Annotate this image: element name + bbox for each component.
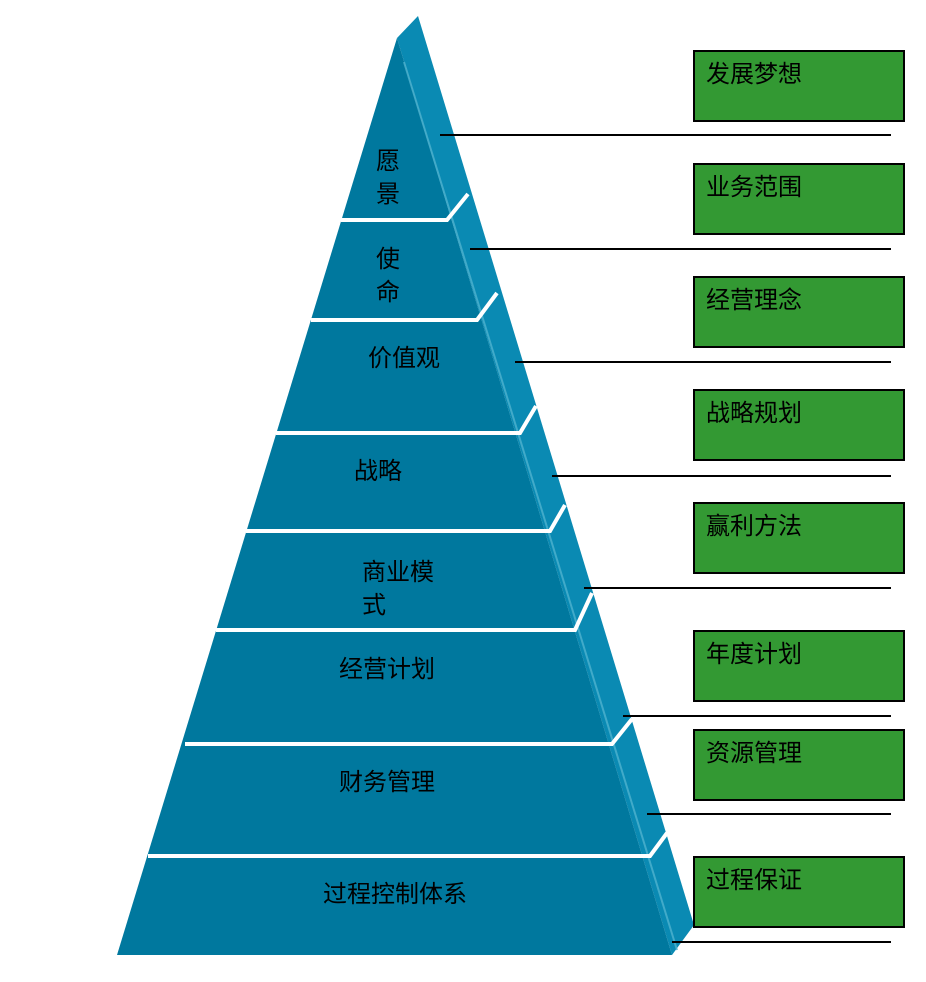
divider-4	[246, 504, 567, 533]
box-business-philosophy: 经营理念	[693, 276, 905, 348]
layer-label-strategy: 战略	[354, 457, 402, 485]
svg-text:年度计划: 年度计划	[706, 640, 802, 668]
box-strategic-planning: 战略规划	[693, 389, 905, 461]
pyramid-side-face	[397, 16, 694, 955]
layer-label-operating-plan: 经营计划	[339, 655, 435, 683]
layer-label-business-model: 商业模 式	[362, 558, 442, 619]
divider-6	[185, 717, 634, 746]
svg-text:发展梦想: 发展梦想	[706, 60, 802, 88]
box-business-scope: 业务范围	[693, 163, 905, 235]
layer-label-process-control: 过程控制体系	[323, 880, 467, 908]
connector-lines	[440, 134, 891, 943]
label-boxes: 发展梦想 业务范围 经营理念 战略规划 赢利方法 年度计划 资源管理 过程保证	[693, 50, 905, 928]
box-development-dream: 发展梦想	[693, 50, 905, 122]
box-annual-plan: 年度计划	[693, 630, 905, 702]
divider-1	[341, 192, 470, 222]
svg-text:过程保证: 过程保证	[706, 866, 802, 894]
layer-label-mission: 使 命	[376, 245, 408, 306]
divider-3	[276, 404, 538, 435]
svg-text:资源管理: 资源管理	[706, 739, 802, 767]
svg-text:战略规划: 战略规划	[706, 399, 802, 427]
pyramid-front-face	[117, 38, 672, 955]
divider-2	[311, 291, 499, 322]
pyramid-layer-labels: 愿 景 使 命 价值观 战略 商业模 式 经营计划 财务管理 过程控制体系	[323, 147, 467, 908]
box-resource-management: 资源管理	[693, 729, 905, 801]
svg-text:赢利方法: 赢利方法	[706, 512, 802, 540]
divider-7	[148, 831, 669, 858]
layer-label-financial-management: 财务管理	[339, 768, 435, 796]
divider-5	[216, 592, 594, 632]
svg-text:经营理念: 经营理念	[706, 286, 802, 314]
svg-text:业务范围: 业务范围	[706, 173, 802, 201]
layer-label-values: 价值观	[368, 344, 440, 372]
layer-label-vision: 愿 景	[376, 147, 408, 208]
box-profit-method: 赢利方法	[693, 502, 905, 574]
pyramid-edge-highlight	[403, 61, 678, 951]
layer-dividers	[148, 192, 669, 858]
box-process-assurance: 过程保证	[693, 856, 905, 928]
